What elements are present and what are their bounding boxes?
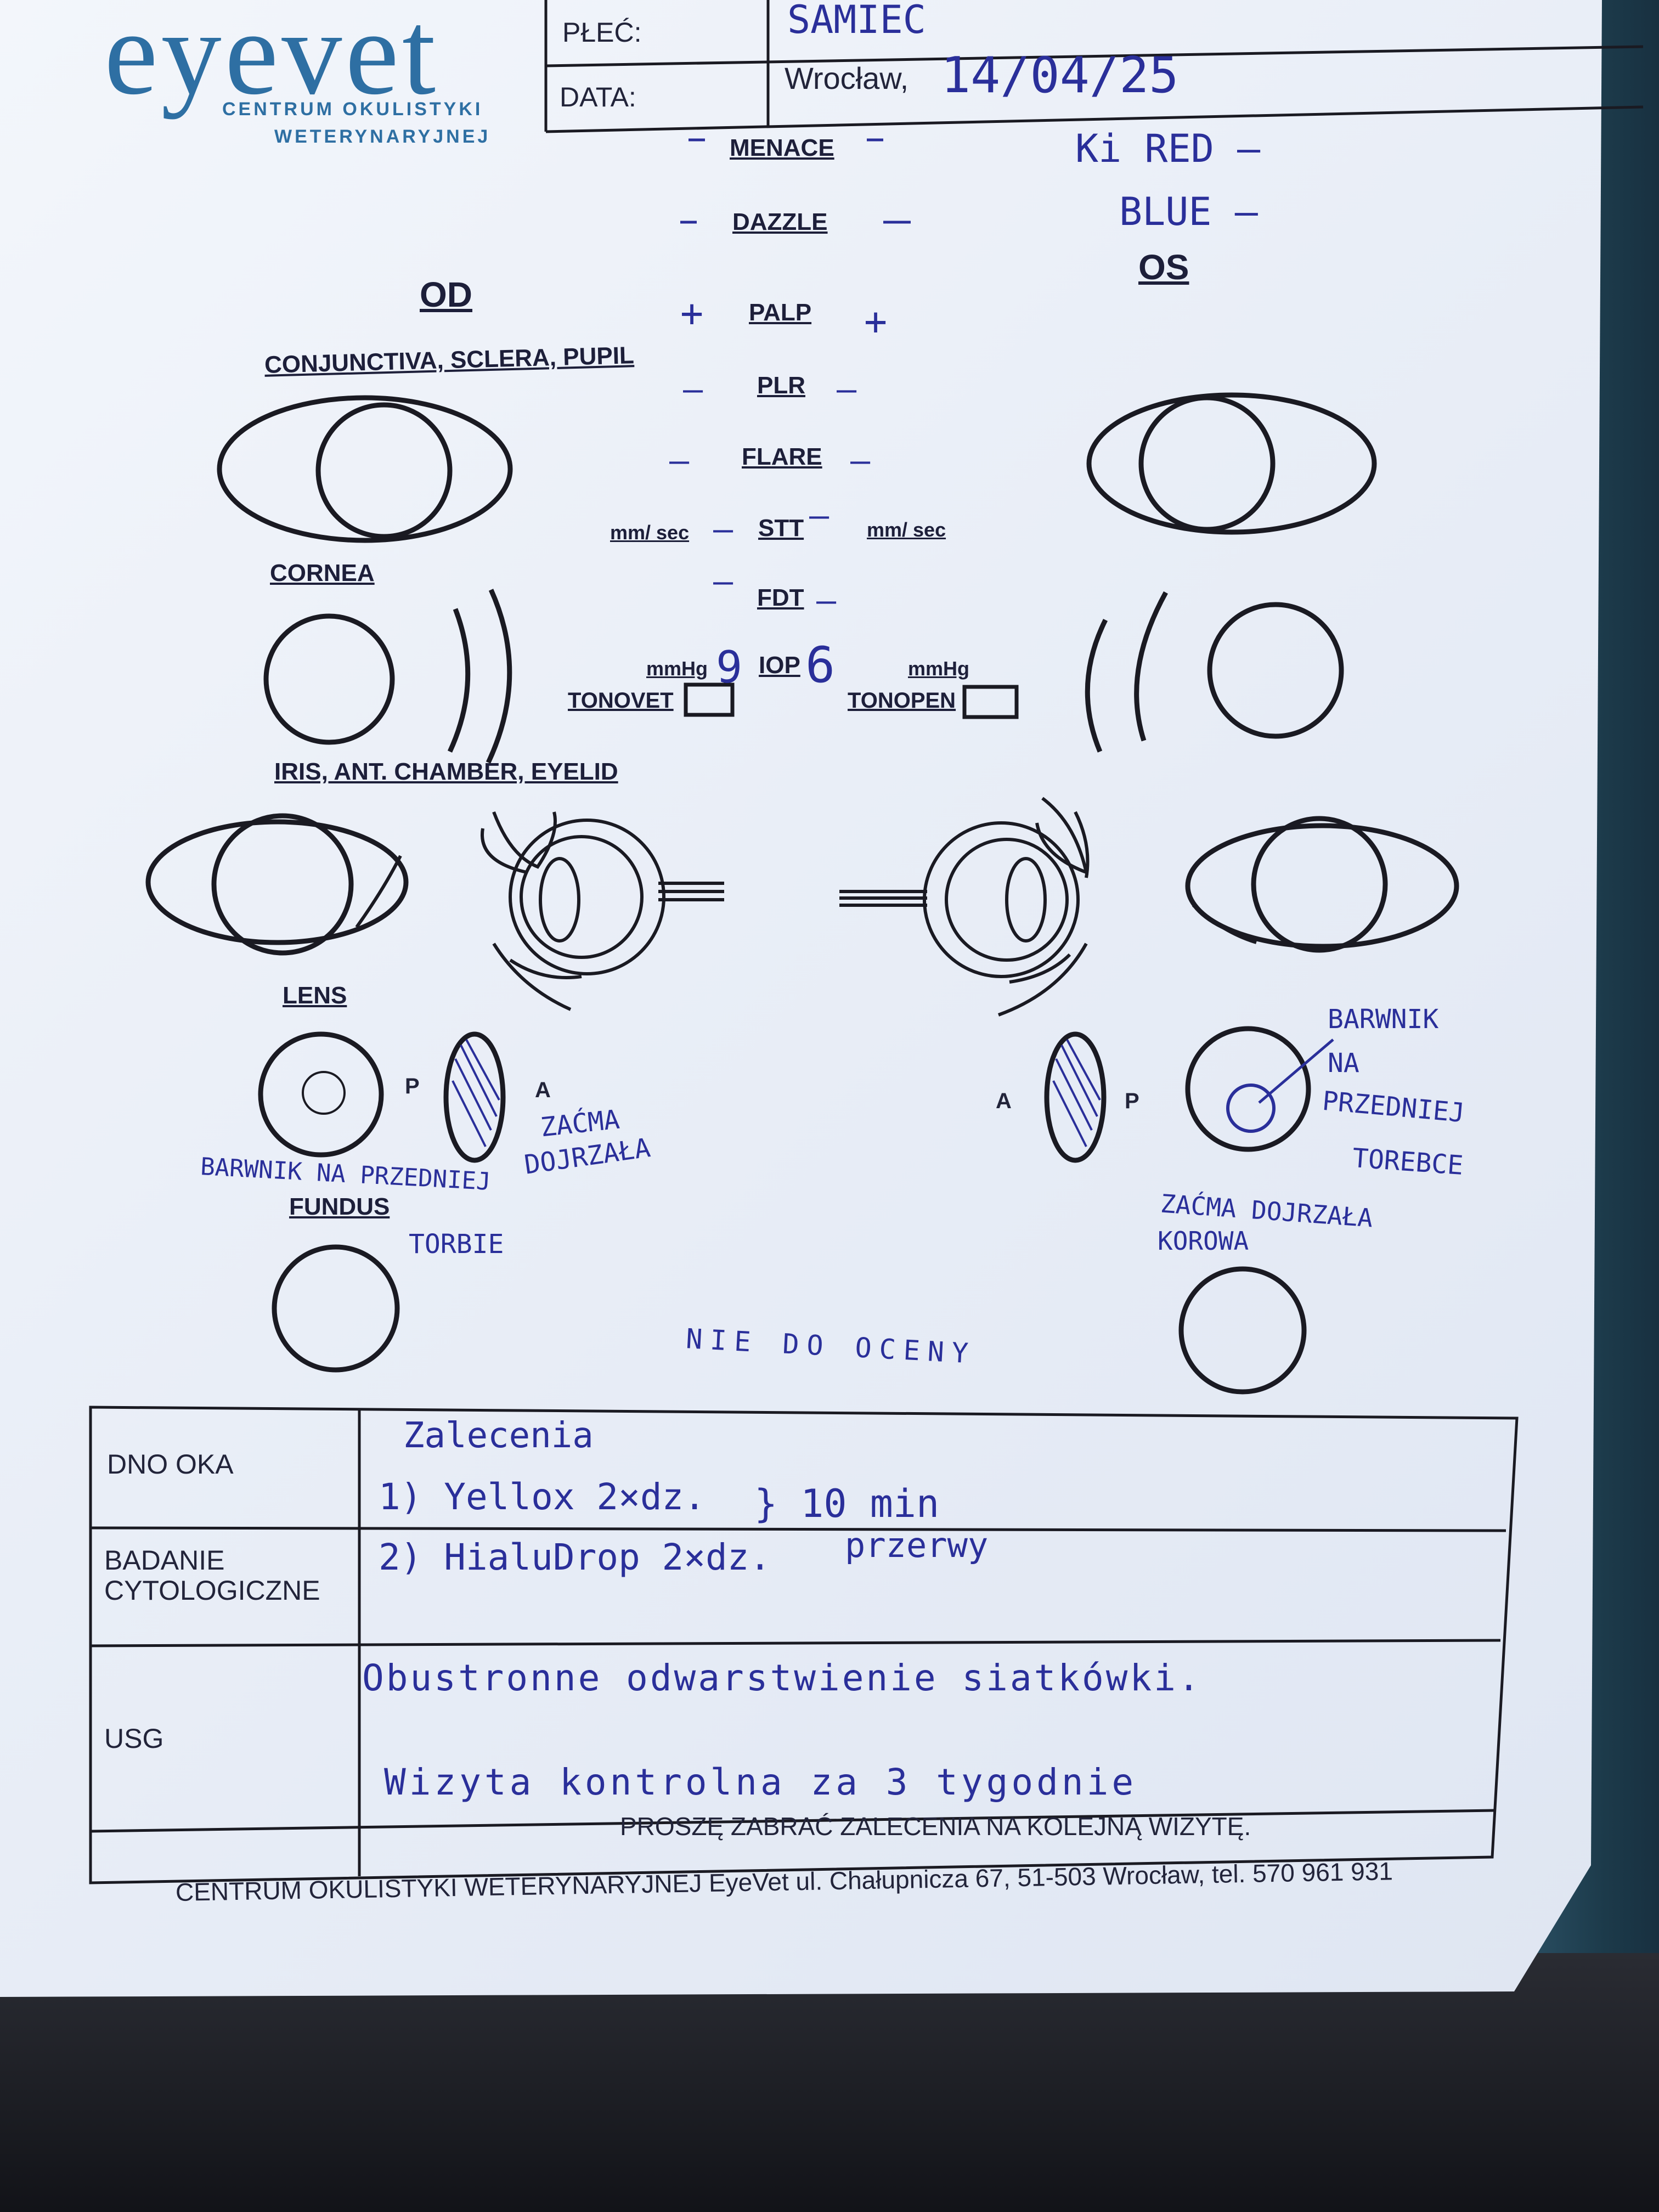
date-prefix: Wrocław, (785, 61, 909, 95)
test-menace-os: Ki RED — (1075, 126, 1261, 171)
sex-value: SAMIEC (787, 0, 926, 42)
test-fdt-label: FDT (757, 584, 804, 611)
od-conjunctiva-eye (217, 395, 513, 543)
test-fdt-od: – (713, 562, 733, 601)
background-cloth (0, 1953, 1659, 2212)
od-lens-side (443, 1031, 506, 1163)
od-fundus-circle (272, 1244, 400, 1373)
os-iris-eye (1185, 823, 1459, 949)
os-lens-a: A (996, 1089, 1012, 1113)
od-lens-circle (258, 1031, 384, 1158)
visit-note: Wizyta kontrolna za 3 tygodnie (384, 1761, 1137, 1803)
paper-sheet (0, 0, 1602, 1997)
test-palp-od: + (680, 291, 704, 336)
os-lens-hatching (1052, 1039, 1101, 1147)
sex-label: PŁEĆ: (562, 17, 642, 48)
eye-os-label: OS (1138, 247, 1189, 287)
date-value: 14/04/25 (941, 47, 1179, 104)
od-iris-pupil (211, 813, 354, 956)
od-lens-note-2: TORBIE (409, 1229, 504, 1260)
od-lens-p: P (405, 1074, 420, 1098)
os-iris-pupil (1251, 816, 1388, 953)
test-plr-label: PLR (757, 372, 805, 399)
od-conjunctiva-pupil (315, 402, 453, 539)
od-cornea-side-2 (486, 589, 512, 764)
os-lens-circle (1185, 1026, 1311, 1152)
test-flare-os: – (850, 442, 871, 480)
test-stt-od: – (713, 510, 733, 549)
bottom-table (89, 1406, 1519, 1884)
test-palp-label: PALP (749, 299, 812, 326)
test-dazzle-label: DAZZLE (732, 208, 828, 235)
test-iop-os: 6 (805, 636, 836, 694)
test-palp-os: + (864, 299, 888, 344)
os-lens-note-6: KOROWA (1158, 1226, 1249, 1256)
od-cornea-side-1 (447, 608, 471, 753)
test-stt-label: STT (758, 515, 804, 541)
iop-unit-right: mmHg (908, 657, 970, 680)
os-lens-inner (1226, 1084, 1276, 1133)
eye-od-label: OD (420, 275, 472, 314)
tonovet-box (684, 682, 735, 717)
od-lens-inner (302, 1071, 346, 1115)
logo-wordmark: eyevet (104, 0, 439, 120)
section-fundus: FUNDUS (289, 1193, 390, 1220)
recommendation-1: 1) Yellox 2×dz. (379, 1476, 706, 1518)
od-cornea-circle (263, 613, 395, 745)
test-flare-od: – (669, 442, 690, 480)
od-iris-eyelid (355, 855, 402, 928)
od-iris-eye (145, 819, 409, 945)
header-table (544, 0, 1644, 133)
section-iris: IRIS, ANT. CHAMBER, EYELID (274, 758, 618, 785)
test-iop-label: IOP (759, 652, 800, 679)
os-lens-note-2: NA (1328, 1048, 1359, 1079)
od-eye-anatomy (481, 811, 724, 1011)
section-cornea: CORNEA (270, 560, 375, 586)
usg-note: Obustronne odwarstwienie siatkówki. (362, 1657, 1202, 1699)
stt-unit-left: mm/ sec (610, 521, 690, 544)
recommendation-2: 2) HialuDrop 2×dz. (379, 1536, 771, 1578)
os-lens-side (1044, 1031, 1107, 1163)
row-dno-oka-label: DNO OKA (107, 1449, 234, 1480)
os-iris-eyelid (1192, 904, 1257, 944)
iop-unit-left: mmHg (646, 657, 708, 680)
section-lens: LENS (283, 982, 347, 1009)
test-plr-od: – (683, 370, 703, 409)
stt-unit-right: mm/ sec (867, 518, 946, 541)
tonopen-box (962, 685, 1019, 719)
test-flare-label: FLARE (742, 443, 822, 470)
os-cornea-side-2 (1134, 591, 1168, 742)
od-lens-hatching (452, 1039, 500, 1147)
table-footer-note: PROSZĘ ZABRAĆ ZALECENIA NA KOLEJNĄ WIZYT… (620, 1812, 1251, 1841)
os-cornea-side-1 (1085, 618, 1108, 753)
os-fundus-circle (1178, 1266, 1307, 1395)
os-eye-anatomy (839, 797, 1090, 1017)
os-lens-pointer (1258, 1039, 1334, 1104)
od-lens-a: A (535, 1078, 551, 1102)
row-cytology-label-1: BADANIE (104, 1545, 225, 1576)
test-plr-os: – (837, 370, 857, 409)
row-usg-label: USG (104, 1723, 164, 1754)
test-iop-od: 9 (716, 642, 743, 693)
tonovet-label: TONOVET (568, 689, 674, 713)
os-cornea-circle (1207, 602, 1344, 739)
logo-subtitle-1: CENTRUM OKULISTYKI (222, 99, 483, 120)
recommendation-interval: przerwy (845, 1525, 989, 1565)
handwritten-marks (680, 138, 911, 224)
logo-subtitle-2: WETERYNARYJNEJ (274, 126, 491, 147)
recommendation-bracket: } 10 min (754, 1481, 940, 1526)
recommendations-title: Zalecenia (403, 1415, 594, 1456)
date-label: DATA: (560, 82, 636, 112)
test-menace-label: MENACE (730, 134, 834, 161)
tonopen-label: TONOPEN (848, 689, 956, 713)
os-lens-note-1: BARWNIK (1328, 1004, 1439, 1035)
os-conjunctiva-eye (1086, 392, 1377, 535)
row-cytology-label-2: CYTOLOGICZNE (104, 1575, 320, 1606)
test-dazzle-os: BLUE — (1119, 189, 1258, 234)
test-stt-os: – (809, 496, 830, 535)
os-lens-p: P (1125, 1089, 1139, 1113)
os-conjunctiva-pupil (1138, 395, 1276, 532)
test-fdt-os: – (816, 582, 837, 620)
